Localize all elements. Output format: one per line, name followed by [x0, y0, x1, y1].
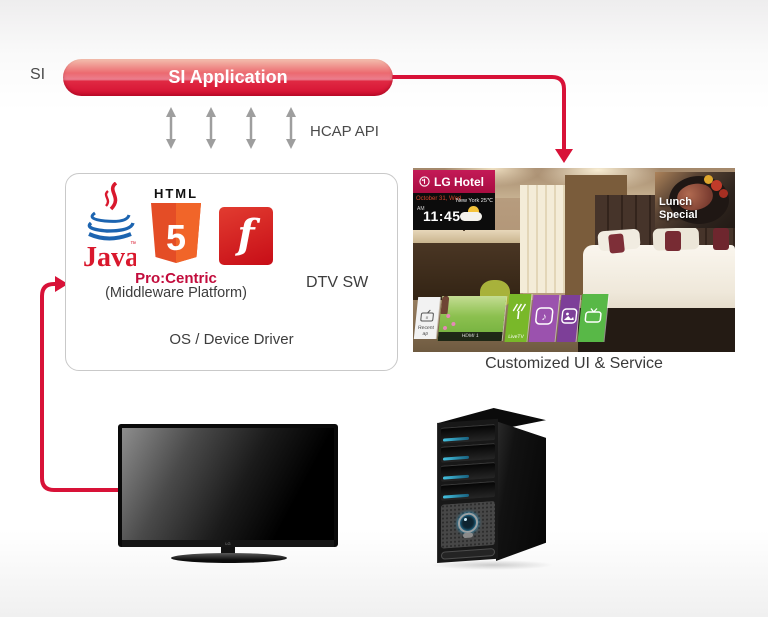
svg-text:™: ™	[130, 241, 136, 248]
flash-logo: f	[219, 207, 273, 265]
drive-bay	[441, 480, 495, 501]
lg-logo-icon	[419, 176, 430, 187]
room-counter	[413, 230, 520, 243]
svg-text:Java: Java	[83, 242, 136, 272]
date-text: October 31, Wed	[416, 196, 462, 202]
music-note-icon: ♪	[535, 307, 554, 325]
accent-pillow	[713, 228, 729, 250]
time-weather-panel: October 31, Wed AM 11:45 New York 25℃	[413, 193, 495, 230]
svg-text:♪: ♪	[541, 312, 547, 323]
svg-text:≡: ≡	[425, 315, 429, 320]
server-shadow	[430, 560, 554, 570]
tv-device: LG	[118, 424, 338, 547]
tile-label: Recent ap	[417, 325, 435, 337]
tile-gallery	[556, 295, 581, 342]
si-label: SI	[30, 66, 46, 83]
svg-text:5: 5	[166, 217, 186, 258]
middleware-box: Java ™ HTML 5 f Pro:Centric (Middleware …	[65, 173, 398, 371]
server-foot-bezel	[441, 547, 495, 560]
html-wordmark: HTML	[153, 186, 199, 201]
meridiem-text: AM	[417, 206, 425, 212]
html5-shield-icon: 5	[151, 203, 201, 263]
cloud-icon	[460, 212, 482, 221]
tile-label: LiveTV	[507, 334, 525, 340]
lunch-special-banner: Lunch Special	[655, 172, 735, 228]
clock-text: 11:45	[423, 208, 461, 224]
tv-stand-base	[171, 553, 287, 563]
pepper	[711, 180, 722, 191]
drive-bay	[441, 442, 495, 463]
drive-bay	[441, 461, 495, 482]
platform-name: Pro:Centric	[135, 270, 217, 287]
tile-tv-app	[577, 294, 609, 342]
caption-text: Customized UI & Service	[485, 355, 663, 372]
hotel-tv-screenshot: LG Hotel October 31, Wed AM 11:45 New Yo…	[413, 168, 735, 352]
tv-stand-neck	[221, 547, 235, 554]
tile-music: ♪	[528, 295, 560, 342]
tile-label: HDMI 1	[437, 332, 503, 341]
tv-outline-icon: ≡	[420, 309, 434, 322]
tv-brand-mark: LG	[225, 541, 231, 546]
tv-to-middleware-arrow	[40, 276, 160, 492]
tile-hdmi1: HDMI 1	[437, 296, 507, 341]
si-application-node: SI Application	[63, 59, 393, 96]
tv-screen-glass	[122, 428, 334, 540]
hcap-api-label: HCAP API	[310, 123, 379, 140]
girl-photo-figure	[440, 296, 450, 314]
sun-icon	[468, 206, 479, 217]
antenna-icon	[512, 303, 527, 320]
java-logo-icon: Java ™	[83, 182, 136, 272]
gallery-icon	[560, 308, 577, 324]
html5-logo: HTML 5	[150, 186, 202, 272]
retro-tv-icon	[584, 307, 602, 323]
si-to-tv-arrow	[392, 75, 573, 163]
platform-subtitle: (Middleware Platform)	[105, 285, 247, 301]
drive-bay	[441, 423, 495, 444]
pepper	[704, 175, 713, 184]
procentric-label: Pro:Centric (Middleware Platform)	[86, 271, 266, 301]
power-tab	[463, 532, 473, 539]
tile-livetv: LiveTV	[504, 294, 532, 342]
os-device-driver-label: OS / Device Driver	[169, 331, 294, 348]
lg-hotel-banner: LG Hotel	[413, 170, 495, 193]
accent-pillow	[608, 233, 625, 254]
room-window	[520, 185, 568, 293]
promo-text: Lunch Special	[659, 196, 698, 221]
tile-recent-apps: ≡ Recent ap	[413, 297, 441, 339]
hcap-api-arrows	[166, 107, 296, 149]
hotel-banner-text: LG Hotel	[434, 174, 484, 189]
dtv-sw-label: DTV SW	[306, 274, 369, 291]
power-button	[458, 512, 478, 534]
accent-pillow	[665, 231, 681, 251]
tv-bezel: LG	[122, 540, 334, 547]
server-mesh-panel	[441, 500, 495, 549]
server-device	[437, 418, 498, 563]
pepper	[719, 189, 728, 198]
server-side-face	[496, 421, 546, 561]
weather-text: New York 25℃	[456, 198, 494, 204]
